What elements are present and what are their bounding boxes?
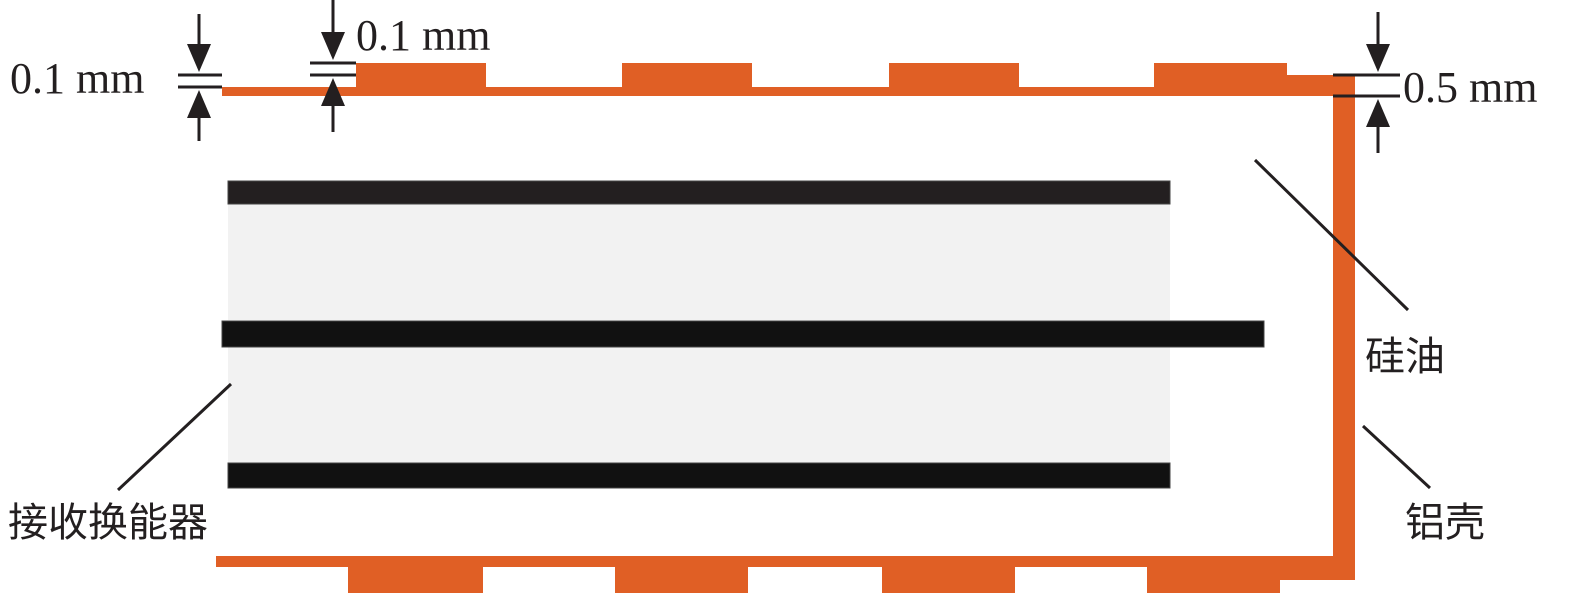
aluminum-shell [216,63,1355,593]
label-aluminum-shell: 铝壳 [1405,500,1485,546]
top-electrode [227,180,1171,205]
label-silicone-oil: 硅油 [1365,334,1445,380]
leader-lines [116,158,1432,492]
middle-electrode [221,320,1265,348]
dimension-arrowheads [187,32,1390,127]
dim-label-right: 0.5 mm [1403,63,1537,112]
receiving-transducer [221,180,1265,489]
dimension-lines [178,0,1400,153]
bottom-electrode [227,462,1171,489]
dim-label-mid: 0.1 mm [356,11,490,60]
label-receiving-transducer: 接收换能器 [8,500,208,546]
dim-label-left: 0.1 mm [10,54,144,103]
